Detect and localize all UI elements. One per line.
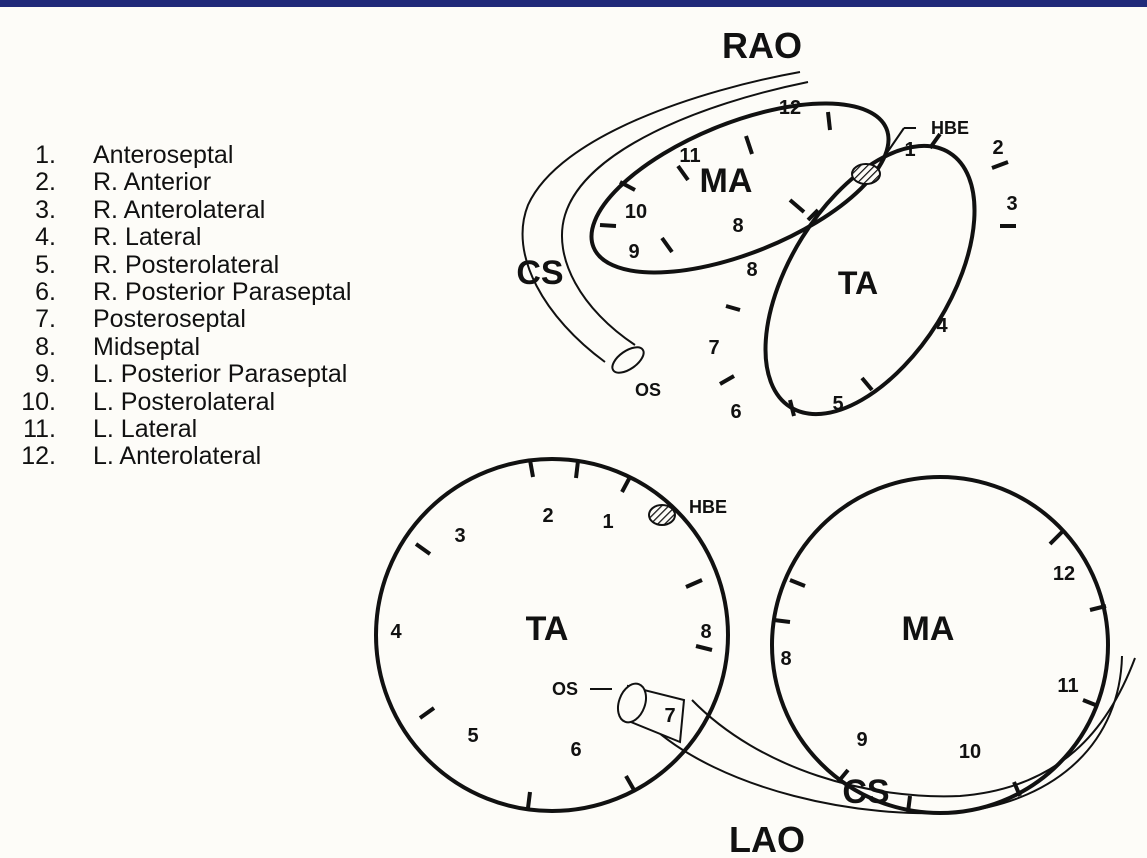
rao-view: RAO [516,25,1017,450]
lao-cs-label: CS [842,773,889,811]
rao-ma-number: 12 [779,97,801,119]
rao-ma-number: 11 [679,145,700,167]
rao-ta-number: 1 [904,139,915,161]
rao-ta-number: 7 [708,337,719,359]
rao-ta-number: 6 [730,401,741,423]
lao-ma-number: 9 [856,729,867,751]
lao-ma-label: MA [902,610,955,648]
rao-ma-number: 10 [625,201,647,223]
lao-os-label: OS [552,679,578,699]
rao-ta-number: 8 [746,259,757,281]
lao-ma-number: 10 [959,741,981,763]
rao-cs-label: CS [516,254,563,292]
rao-hbe-label: HBE [931,118,969,138]
rao-title: RAO [722,25,802,66]
lao-ta-number: 2 [542,505,553,527]
lao-ta-number: 6 [570,739,581,761]
rao-hbe-leader [882,128,904,160]
rao-ta-number: 3 [1006,193,1017,215]
lao-title: LAO [729,819,805,858]
lao-view: LAO [376,459,1135,858]
lao-ta-number: 8 [700,621,711,643]
lao-ta-number: 5 [467,725,478,747]
rao-ta-label: TA [838,265,878,301]
lao-ma-number: 11 [1057,675,1078,697]
lao-ta-number: 3 [454,525,465,547]
rao-ma-number: 8 [732,215,743,237]
lao-ta-label: TA [526,610,569,648]
lao-ma-number: 8 [780,648,791,670]
rao-ma-number: 9 [628,241,639,263]
rao-hbe-marker [852,164,880,184]
lao-ta-number: 1 [602,511,613,533]
lao-ma-number: 12 [1053,563,1075,585]
rao-os-label: OS [635,380,661,400]
lao-hbe-marker [649,505,675,525]
rao-coronary-sinus [523,72,808,362]
lao-hbe-label: HBE [689,497,727,517]
rao-ma-label: MA [700,162,753,200]
rao-ta-number: 4 [936,315,948,337]
lao-ta-number: 7 [664,705,675,727]
rao-os-tube [608,342,648,377]
rao-ta-number: 2 [992,137,1003,159]
lao-ta-number: 4 [390,621,402,643]
lao-ma-numbers: 12 11 10 9 8 [780,563,1078,763]
rao-ta-number: 5 [832,393,843,415]
